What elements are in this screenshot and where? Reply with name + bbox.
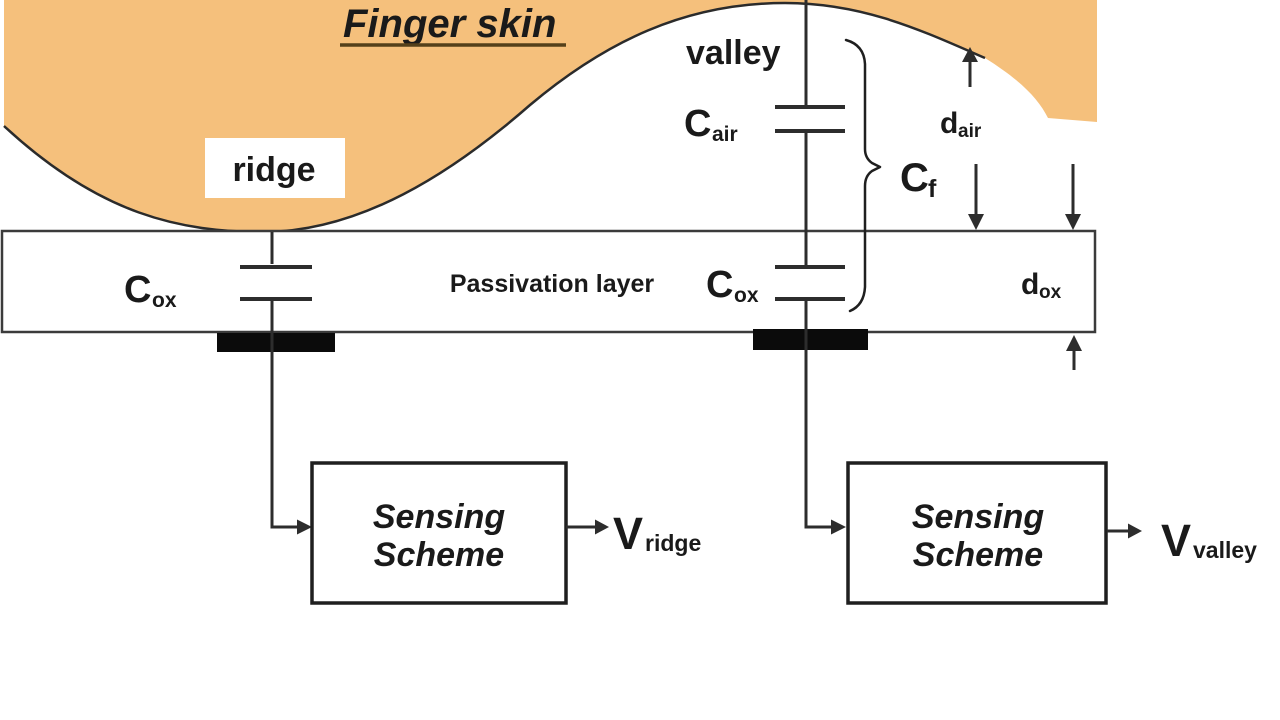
sensing-right-line2: Scheme [913, 536, 1043, 574]
cox-right-label: C [706, 264, 733, 306]
cair-label-sub: air [712, 123, 738, 146]
v-ridge-label: V [613, 508, 643, 559]
ridge-label: ridge [232, 151, 315, 189]
finger-skin-outline [3, 1, 986, 234]
finger-skin-title: Finger skin [343, 2, 556, 46]
passivation-layer-label: Passivation layer [450, 270, 655, 298]
d-air-down-arrowhead [968, 214, 984, 230]
d-air-label-sub: air [958, 121, 982, 142]
ridge-wire-lower [270, 301, 298, 529]
d-ox-label-sub: ox [1039, 282, 1062, 303]
cox-left-label: C [124, 269, 151, 311]
cox-right-label-sub: ox [734, 284, 759, 307]
v-valley-label: V [1161, 515, 1191, 566]
electrode-right [753, 329, 868, 350]
d-ox-label: d [1021, 268, 1039, 301]
valley-wire-arrowhead [831, 519, 846, 535]
d-ox-up-arrowhead [1066, 335, 1082, 351]
cf-brace [844, 38, 882, 313]
cf-label-sub: f [928, 175, 937, 203]
d-air-up-arrowhead [962, 47, 978, 62]
passivation-layer [0, 229, 1097, 334]
ridge-label-box [205, 138, 345, 198]
valley-wire-lower [804, 301, 833, 529]
electrode-left [217, 333, 335, 352]
d-air-label: d [940, 107, 958, 140]
sensing-scheme-box-right [846, 461, 1108, 605]
sensing-scheme-box-left [310, 461, 568, 605]
sensing-right-line1: Sensing [912, 498, 1044, 536]
cf-label: C [900, 156, 929, 200]
v-valley-arrowhead [1128, 523, 1142, 539]
v-ridge-arrowhead [595, 519, 609, 535]
v-valley-label-sub: valley [1193, 537, 1257, 563]
cox-left-label-sub: ox [152, 289, 177, 312]
ridge-wire-arrowhead [297, 519, 312, 535]
sensing-left-line2: Scheme [374, 536, 504, 574]
sensing-left-line1: Sensing [373, 498, 505, 536]
v-ridge-label-sub: ridge [645, 530, 701, 556]
cair-label: C [684, 103, 711, 145]
d-ox-down-arrowhead [1065, 214, 1081, 230]
valley-label: valley [686, 34, 781, 72]
